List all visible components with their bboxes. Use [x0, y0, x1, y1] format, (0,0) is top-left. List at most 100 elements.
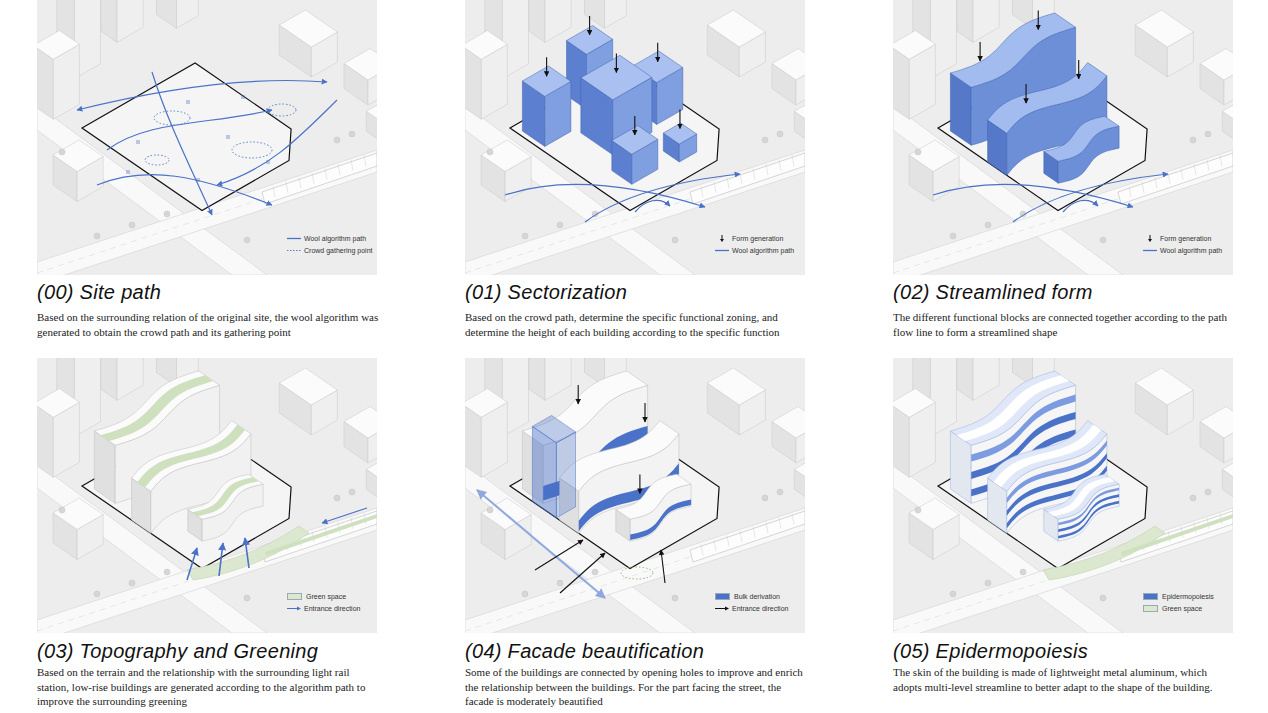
wool-path: [217, 100, 337, 185]
roof-strip: [957, 375, 1070, 441]
block-side: [556, 432, 575, 518]
wool-path: [97, 175, 272, 205]
tree: [950, 233, 956, 239]
rail-rib: [273, 186, 275, 197]
entrance-arrow: [219, 543, 223, 576]
tree: [522, 233, 528, 239]
block-roof: [53, 498, 103, 530]
tree: [487, 149, 493, 155]
rail-rib: [740, 531, 742, 542]
block-roof: [366, 457, 377, 486]
tree: [487, 507, 493, 513]
block-roof: [188, 474, 263, 519]
rail-rib: [1142, 182, 1144, 193]
legend-text: Green space: [1162, 604, 1202, 613]
tree: [164, 211, 170, 217]
block-roof: [1222, 457, 1233, 486]
tree: [334, 137, 340, 143]
tree: [777, 131, 783, 137]
step-title: (02) Streamlined form: [893, 280, 1093, 304]
form-arrow: [679, 110, 680, 129]
block-roof: [950, 13, 1075, 87]
tree: [557, 222, 563, 228]
legend-text: Entrance direction: [732, 604, 788, 613]
legend-text: Green space: [306, 592, 346, 601]
legend-text: Form generation: [1160, 234, 1211, 243]
block-roof: [465, 389, 507, 418]
entrance-arrow: [661, 550, 665, 583]
step-title: (04) Facade beautification: [465, 639, 704, 663]
tree: [762, 495, 768, 501]
rail-rib: [753, 527, 755, 538]
rail-rib: [701, 544, 703, 555]
block-side: [973, 358, 999, 400]
step-title: (00) Site path: [37, 280, 161, 304]
tree: [129, 580, 135, 586]
site-boundary: [82, 63, 291, 211]
form-arrow: [657, 43, 658, 62]
legend-swatch: [287, 593, 302, 600]
roof-strip: [137, 425, 245, 488]
axonometric-diagram: [37, 0, 377, 275]
block-roof: [909, 498, 959, 530]
tree: [557, 580, 563, 586]
crowd-figure: [242, 95, 244, 99]
legend-line: [1143, 250, 1157, 251]
tree: [672, 595, 678, 601]
legend-swatch: [715, 593, 730, 600]
legend-text: Epidermopoiesis: [1162, 592, 1214, 601]
step-description: The different functional blocks are conn…: [893, 310, 1235, 339]
crowd-figure: [197, 178, 199, 182]
tree: [1190, 137, 1196, 143]
legend-item: Entrance direction: [287, 604, 360, 613]
rail-rib: [1207, 160, 1209, 171]
step-description: Based on the terrain and the relationshi…: [37, 665, 379, 709]
light-rail-station: [690, 511, 805, 562]
form-arrow: [578, 385, 579, 404]
tree: [777, 489, 783, 495]
entrance-arrow: [560, 553, 605, 593]
block-roof: [532, 415, 575, 443]
tree: [164, 569, 170, 575]
axonometric-diagram: [37, 358, 377, 633]
legend-item: Form generation: [715, 234, 783, 243]
wool-path: [933, 184, 1133, 207]
block-roof: [279, 368, 337, 405]
block-roof: [344, 49, 377, 81]
tree: [592, 569, 598, 575]
rail-rib: [364, 155, 366, 166]
tree: [334, 495, 340, 501]
legend-sample: [287, 605, 301, 612]
tree: [349, 131, 355, 137]
rail-rib: [766, 164, 768, 175]
block-roof: [893, 389, 935, 418]
legend-arrow: [287, 608, 297, 609]
block-roof: [707, 368, 765, 405]
green-space: [1121, 514, 1233, 556]
legend-text: Wool algorithm path: [732, 246, 794, 255]
wool-path: [1063, 200, 1098, 212]
tree: [1205, 489, 1211, 495]
tree: [94, 591, 100, 597]
block-roof: [909, 140, 959, 172]
form-arrow: [1078, 60, 1079, 79]
tree: [59, 149, 65, 155]
block-side: [545, 0, 571, 42]
legend-arrowhead: [720, 239, 724, 242]
step-description: Some of the buildings are connected by o…: [465, 665, 807, 709]
legend-item: Entrance direction: [715, 604, 788, 613]
legend-sample: [715, 605, 729, 612]
roof-strip: [993, 425, 1101, 488]
block-roof: [1200, 407, 1233, 439]
legend-item: Green space: [287, 592, 346, 601]
rail-rib: [753, 169, 755, 180]
legend-item: Wool algorithm path: [715, 246, 794, 255]
rail-rib: [1181, 169, 1183, 180]
block-side: [585, 0, 605, 28]
drawing-group: [465, 358, 805, 633]
tree: [762, 137, 768, 143]
block-roof: [465, 31, 507, 60]
rail-rib: [338, 164, 340, 175]
block-roof: [366, 99, 377, 128]
block-side: [117, 0, 143, 42]
